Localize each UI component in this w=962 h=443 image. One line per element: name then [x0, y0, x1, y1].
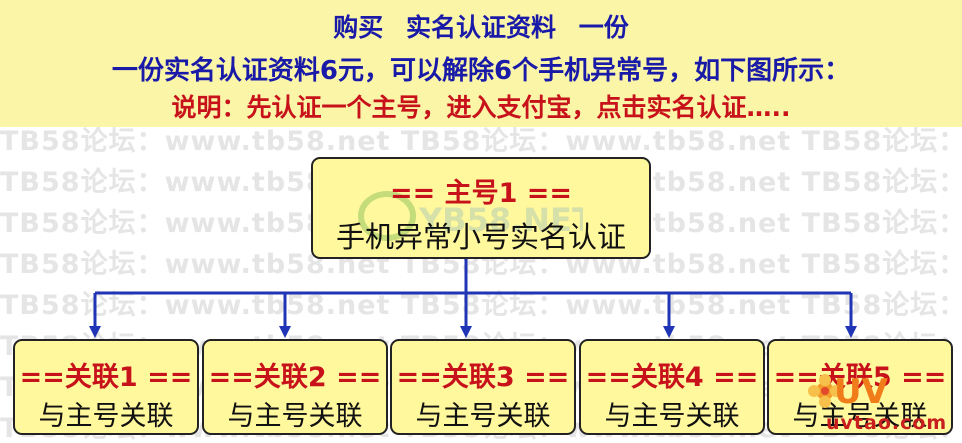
main-node-subtitle: 手机异常小号实名认证 [335, 220, 626, 254]
linked-account-node-2: ==关联2 == 与主号关联 [202, 339, 388, 435]
child-node-subtitle: 与主号关联 [604, 401, 740, 432]
flower-icon [808, 374, 842, 408]
instruction-note: 说明：先认证一个主号，进入支付宝，点击实名认证….. [171, 93, 791, 122]
child-node-subtitle: 与主号关联 [38, 401, 174, 432]
corner-logo-site: uvtao.com [826, 412, 948, 434]
child-node-title: ==关联3 == [396, 362, 570, 393]
child-node-subtitle: 与主号关联 [227, 401, 363, 432]
main-node-title: == 主号1 == [389, 178, 573, 209]
linked-account-node-4: ==关联4 == 与主号关联 [579, 339, 765, 435]
child-node-subtitle: 与主号关联 [415, 401, 551, 432]
page-subtitle: 一份实名认证资料6元，可以解除6个手机异常号，如下图所示： [111, 56, 851, 86]
page-title: 购买 实名认证资料 一份 [333, 13, 629, 42]
header-band: 购买 实名认证资料 一份 一份实名认证资料6元，可以解除6个手机异常号，如下图所… [0, 0, 962, 127]
main-account-node: YB58.NET == 主号1 == 手机异常小号实名认证 [311, 157, 651, 259]
child-node-title: ==关联2 == [208, 362, 382, 393]
logo-text: YB58.NET [418, 201, 583, 239]
child-node-title: ==关联4 == [585, 362, 759, 393]
child-node-subtitle: 与主号关联 [792, 401, 928, 432]
linked-account-node-5: ==关联5 == 与主号关联 [767, 339, 953, 435]
site-logo-watermark: YB58.NET [358, 191, 583, 241]
linked-account-node-3: ==关联3 == 与主号关联 [390, 339, 576, 435]
linked-account-node-1: ==关联1 == 与主号关联 [13, 339, 199, 435]
watermark-line: TB58论坛：www.tb58.net TB58论坛：www.tb58.net … [0, 290, 962, 321]
child-node-title: ==关联5 == [773, 362, 947, 393]
child-node-title: ==关联1 == [19, 362, 193, 393]
corner-logo: UV uvtao.com [808, 372, 958, 438]
corner-logo-word: UV [834, 372, 888, 412]
